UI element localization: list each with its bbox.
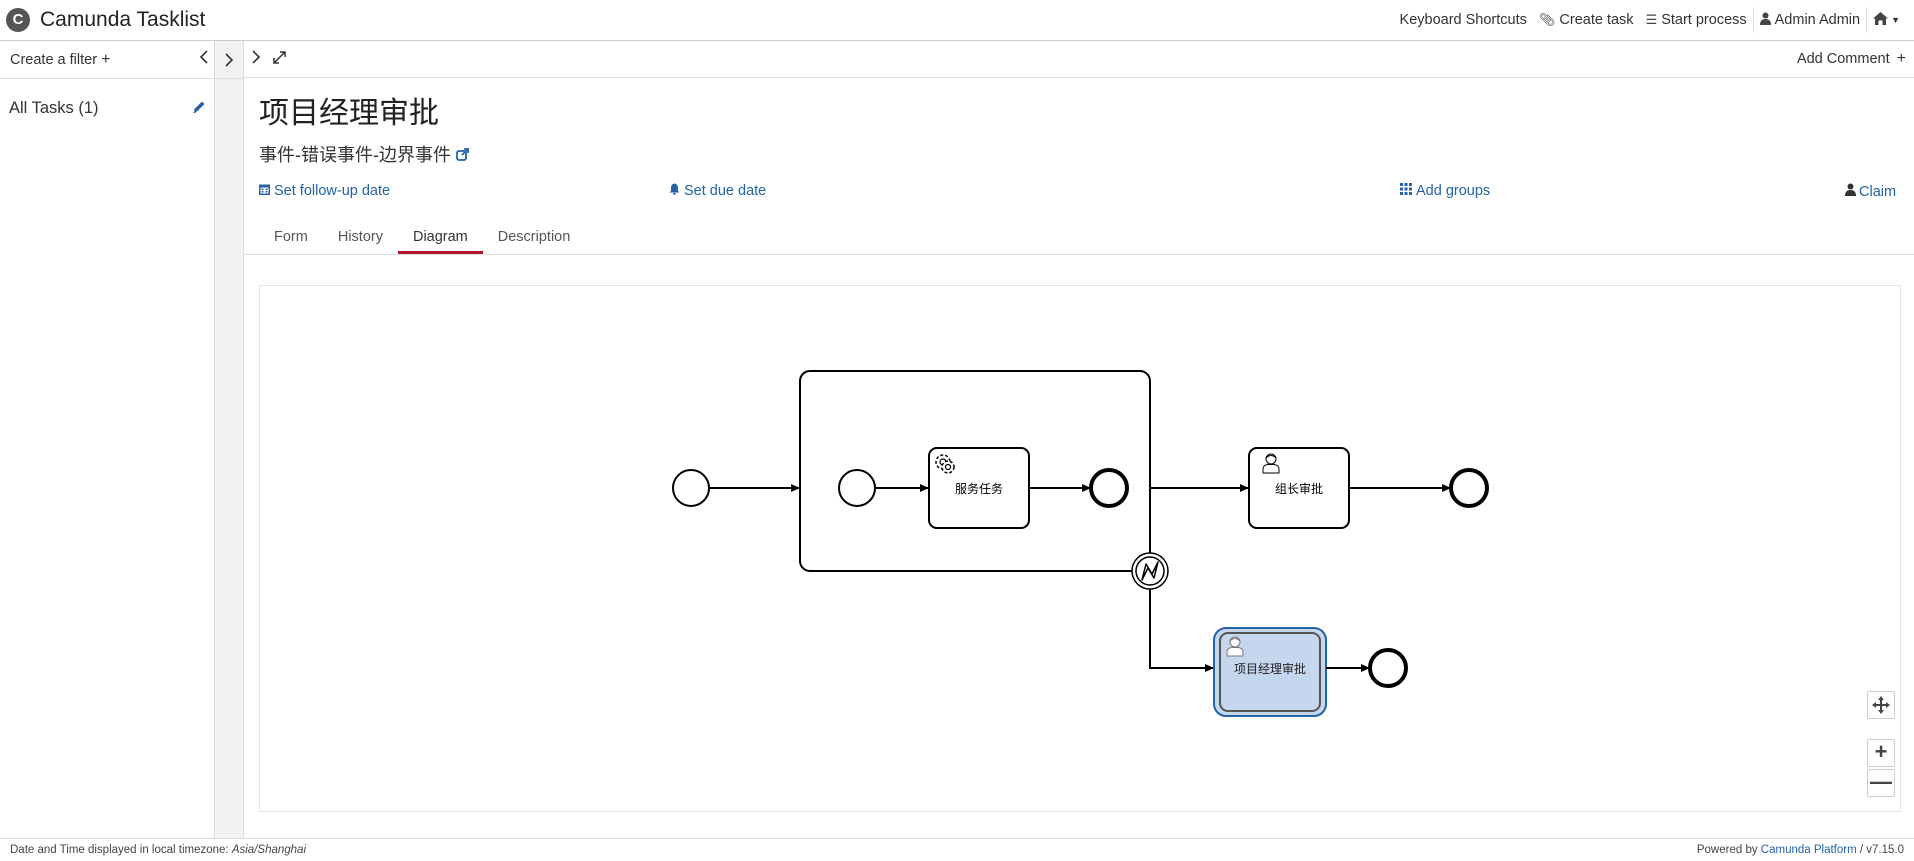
- pm-user-task[interactable]: 项目经理审批: [1213, 627, 1327, 717]
- timezone-value: Asia/Shanghai: [231, 844, 306, 856]
- user-name: Admin Admin: [1774, 12, 1861, 28]
- gear-icon: [935, 454, 955, 474]
- user-task-icon: [1262, 453, 1280, 474]
- start-process-label: Start process: [1661, 12, 1747, 28]
- nav-divider: [1752, 7, 1754, 33]
- plus-icon: +: [1896, 50, 1906, 67]
- claim-label: Claim: [1859, 183, 1897, 200]
- nav-divider: [1866, 7, 1868, 33]
- set-followup-label: Set follow-up date: [274, 183, 391, 199]
- tab-history[interactable]: History: [337, 229, 383, 245]
- list-document-icon: ☰: [1645, 12, 1658, 27]
- tab-description[interactable]: Description: [497, 229, 571, 245]
- create-filter-link[interactable]: Create a filter +: [10, 51, 110, 69]
- end-event[interactable]: [1368, 648, 1408, 688]
- tab-diagram[interactable]: Diagram: [397, 222, 483, 254]
- bpmn-diagram: 服务任务 组长审批: [672, 370, 1489, 717]
- service-task-label: 服务任务: [955, 481, 1003, 496]
- error-icon: [1141, 561, 1159, 581]
- expand-list-icon[interactable]: [215, 41, 243, 79]
- camunda-logo-icon[interactable]: C: [6, 8, 30, 32]
- process-name: 事件-错误事件-边界事件: [259, 145, 451, 165]
- set-followup-date-button[interactable]: Set follow-up date: [259, 183, 390, 199]
- plus-icon: +: [1874, 739, 1888, 764]
- keyboard-shortcuts-link[interactable]: Keyboard Shortcuts: [1394, 12, 1533, 28]
- team-lead-task-label: 组长审批: [1275, 481, 1323, 496]
- powered-by: Powered by Camunda Platform / v7.15.0: [1697, 844, 1904, 856]
- service-task[interactable]: 服务任务: [928, 447, 1030, 529]
- collapse-left-icon[interactable]: [199, 50, 208, 69]
- task-toolbar: Add Comment +: [244, 41, 1914, 78]
- task-title: 项目经理审批: [259, 97, 439, 130]
- plus-icon: +: [101, 50, 111, 68]
- minus-icon: —: [1870, 769, 1892, 794]
- filter-sidebar: Create a filter + All Tasks (1): [0, 41, 215, 838]
- app-title[interactable]: Camunda Tasklist: [40, 8, 206, 31]
- task-list-column: [215, 41, 244, 838]
- add-comment-button[interactable]: Add Comment +: [1797, 50, 1906, 68]
- camunda-platform-link[interactable]: Camunda Platform: [1760, 844, 1857, 856]
- subprocess-end-event[interactable]: [1089, 468, 1129, 508]
- subprocess-start-event[interactable]: [838, 469, 876, 507]
- add-groups-label: Add groups: [1416, 183, 1491, 199]
- user-task-icon: [1226, 636, 1244, 657]
- zoom-out-button[interactable]: —: [1867, 769, 1895, 797]
- add-comment-label: Add Comment: [1796, 51, 1890, 67]
- start-event[interactable]: [672, 469, 710, 507]
- tab-form[interactable]: Form: [274, 229, 308, 245]
- timezone-text: Date and Time displayed in local timezon…: [10, 844, 229, 856]
- pencil-icon[interactable]: [193, 100, 206, 116]
- claim-button[interactable]: Claim: [1845, 183, 1896, 200]
- boundary-error-event[interactable]: [1131, 552, 1169, 590]
- external-link-icon: [456, 148, 469, 164]
- grid-icon: [1400, 183, 1412, 199]
- home-icon: [1873, 11, 1889, 29]
- sequence-flow: [1149, 589, 1214, 672]
- pm-task-label: 项目经理审批: [1234, 661, 1306, 676]
- sidebar-header: Create a filter +: [0, 41, 214, 79]
- powered-by-text: Powered by: [1696, 844, 1758, 856]
- keyboard-shortcuts-label: Keyboard Shortcuts: [1399, 12, 1527, 28]
- bpmn-diagram-canvas[interactable]: 服务任务 组长审批: [259, 285, 1901, 812]
- user-icon: [1845, 183, 1856, 200]
- footer: Date and Time displayed in local timezon…: [0, 838, 1914, 861]
- create-task-label: Create task: [1559, 12, 1634, 28]
- add-groups-button[interactable]: Add groups: [1400, 183, 1490, 199]
- fullscreen-icon[interactable]: [273, 50, 286, 68]
- bell-icon: [669, 183, 680, 199]
- task-detail: Add Comment + 项目经理审批 事件-错误事件-边界事件 Set fo…: [244, 41, 1914, 838]
- user-icon: [1759, 12, 1771, 28]
- filter-item-all-tasks[interactable]: All Tasks (1): [0, 89, 214, 127]
- create-filter-label: Create a filter: [10, 51, 98, 68]
- tab-divider: [244, 254, 1914, 255]
- move-icon: [1872, 696, 1890, 714]
- top-navbar: C Camunda Tasklist Keyboard Shortcuts 📎︎…: [0, 0, 1914, 41]
- zoom-in-button[interactable]: +: [1867, 739, 1895, 767]
- task-tabs: Form History Diagram Description: [259, 222, 585, 254]
- set-due-label: Set due date: [684, 183, 767, 199]
- team-lead-user-task[interactable]: 组长审批: [1248, 447, 1350, 529]
- home-menu[interactable]: ▼: [1867, 11, 1906, 29]
- process-name-link[interactable]: 事件-错误事件-边界事件: [259, 141, 469, 167]
- expand-right-icon[interactable]: [252, 50, 261, 68]
- filter-label: All Tasks (1): [9, 98, 99, 117]
- create-task-link[interactable]: 📎︎ Create task: [1533, 12, 1640, 28]
- paperclip-icon: 📎︎: [1538, 12, 1556, 27]
- end-event[interactable]: [1449, 468, 1489, 508]
- reset-zoom-button[interactable]: [1867, 691, 1895, 719]
- set-due-date-button[interactable]: Set due date: [669, 183, 766, 199]
- calendar-icon: [259, 183, 270, 199]
- start-process-link[interactable]: ☰ Start process: [1640, 12, 1753, 28]
- version-text: / v7.15.0: [1859, 844, 1904, 856]
- user-menu[interactable]: Admin Admin: [1754, 12, 1866, 28]
- top-nav: Keyboard Shortcuts 📎︎ Create task ☰ Star…: [1394, 0, 1906, 40]
- timezone-info: Date and Time displayed in local timezon…: [10, 844, 306, 856]
- caret-down-icon: ▼: [1891, 15, 1900, 25]
